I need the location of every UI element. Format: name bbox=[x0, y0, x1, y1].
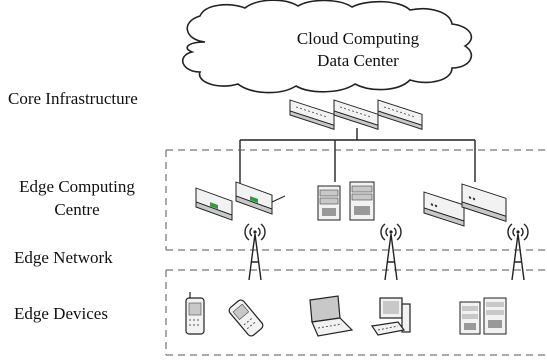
server-icon bbox=[317, 185, 341, 221]
network-switch-icon bbox=[289, 99, 335, 130]
mobile-phone-icon bbox=[185, 292, 205, 335]
layer-label-edge-computing-line2: Centre bbox=[54, 200, 100, 219]
server-icon bbox=[349, 181, 375, 221]
laptop-icon bbox=[309, 295, 354, 337]
antenna-tower-icon bbox=[380, 223, 402, 281]
router-icon bbox=[235, 181, 273, 215]
edge-gateways bbox=[423, 183, 507, 227]
edge-routers bbox=[195, 181, 286, 221]
layer-label-edge-network: Edge Network bbox=[14, 248, 113, 267]
layer-label-edge-computing-line1: Edge Computing bbox=[19, 177, 135, 196]
cloud-title-line2: Data Center bbox=[317, 51, 399, 70]
gateway-icon bbox=[423, 191, 465, 227]
cloud-shape bbox=[181, 0, 473, 94]
edge-network-antennas bbox=[244, 223, 529, 281]
core-switches bbox=[289, 99, 423, 130]
flip-phone-icon bbox=[228, 299, 264, 337]
gateway-icon bbox=[461, 183, 507, 222]
server-icon bbox=[459, 297, 507, 335]
network-switch-icon bbox=[333, 99, 379, 130]
layer-label-edge-devices: Edge Devices bbox=[14, 304, 108, 323]
layer-label-core: Core Infrastructure bbox=[8, 89, 138, 108]
edge-devices bbox=[185, 292, 507, 337]
core-connections bbox=[239, 128, 476, 190]
antenna-tower-icon bbox=[244, 223, 266, 281]
router-icon bbox=[195, 187, 233, 221]
workstation-icon bbox=[370, 297, 411, 336]
network-switch-icon bbox=[377, 99, 423, 130]
edge-servers bbox=[317, 181, 375, 221]
edge-regions bbox=[165, 149, 545, 356]
cloud-title-line1: Cloud Computing bbox=[296, 29, 420, 48]
antenna-tower-icon bbox=[507, 223, 529, 281]
